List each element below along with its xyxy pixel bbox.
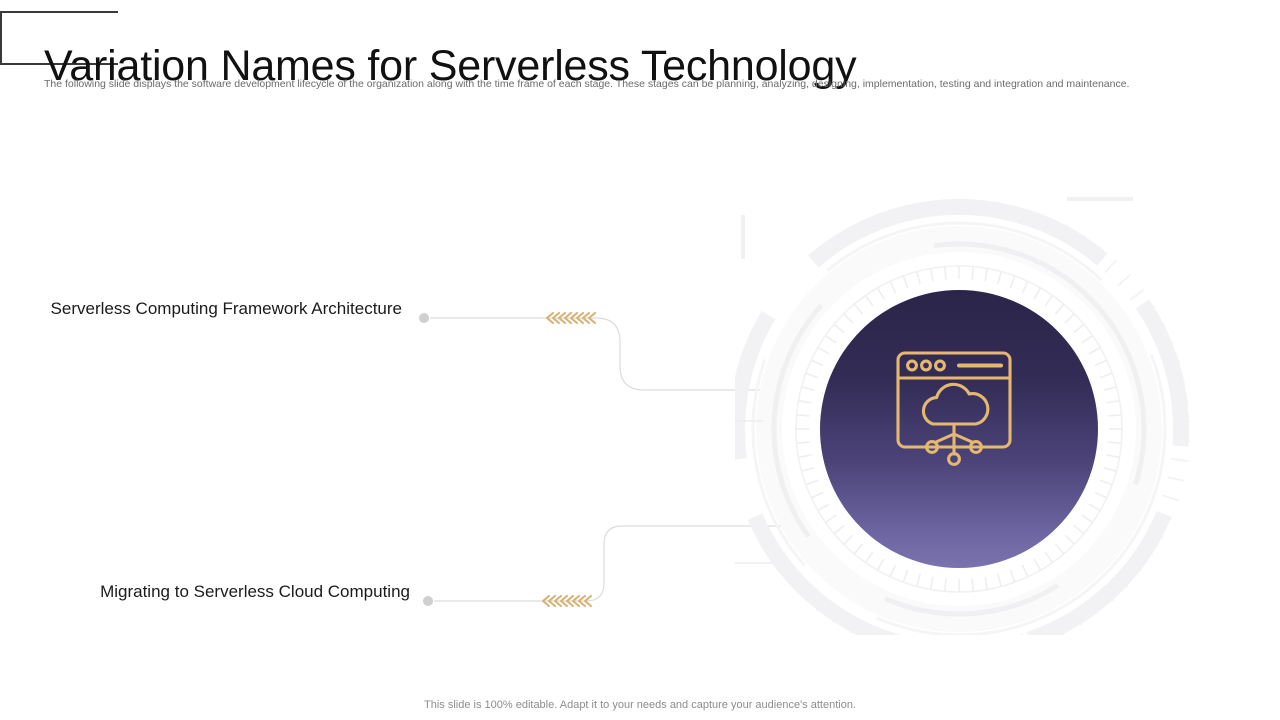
footer-note: This slide is 100% editable. Adapt it to… [424,699,856,711]
connector-dot-upper [419,313,429,323]
page-title: Variation Names for Serverless Technolog… [44,41,857,90]
hub-decoration-rings [735,185,1205,635]
ring-tick-marks-inner [796,266,1122,592]
ring-mid-dashed [771,241,1147,617]
node-label-serverless-computing-framework-architecture: Serverless Computing Framework Architect… [50,299,402,318]
connector-path-upper [430,317,782,391]
cloud-browser-network-icon [893,348,1025,476]
page-subtitle: The following slide displays the softwar… [44,77,1130,90]
ring-tick-marks-outer [816,224,1190,635]
connector-dot-lower [423,596,433,606]
hud-accent-top-left [741,215,745,259]
ring-band-light [756,226,1162,632]
ring-outer-thin [751,221,1167,635]
node-label-migrating-to-serverless-cloud-computing: Migrating to Serverless Cloud Computing [100,582,410,601]
hub-core-circle [820,290,1098,568]
connector-path-lower [434,525,790,602]
hud-accent-top-right [1067,197,1133,201]
